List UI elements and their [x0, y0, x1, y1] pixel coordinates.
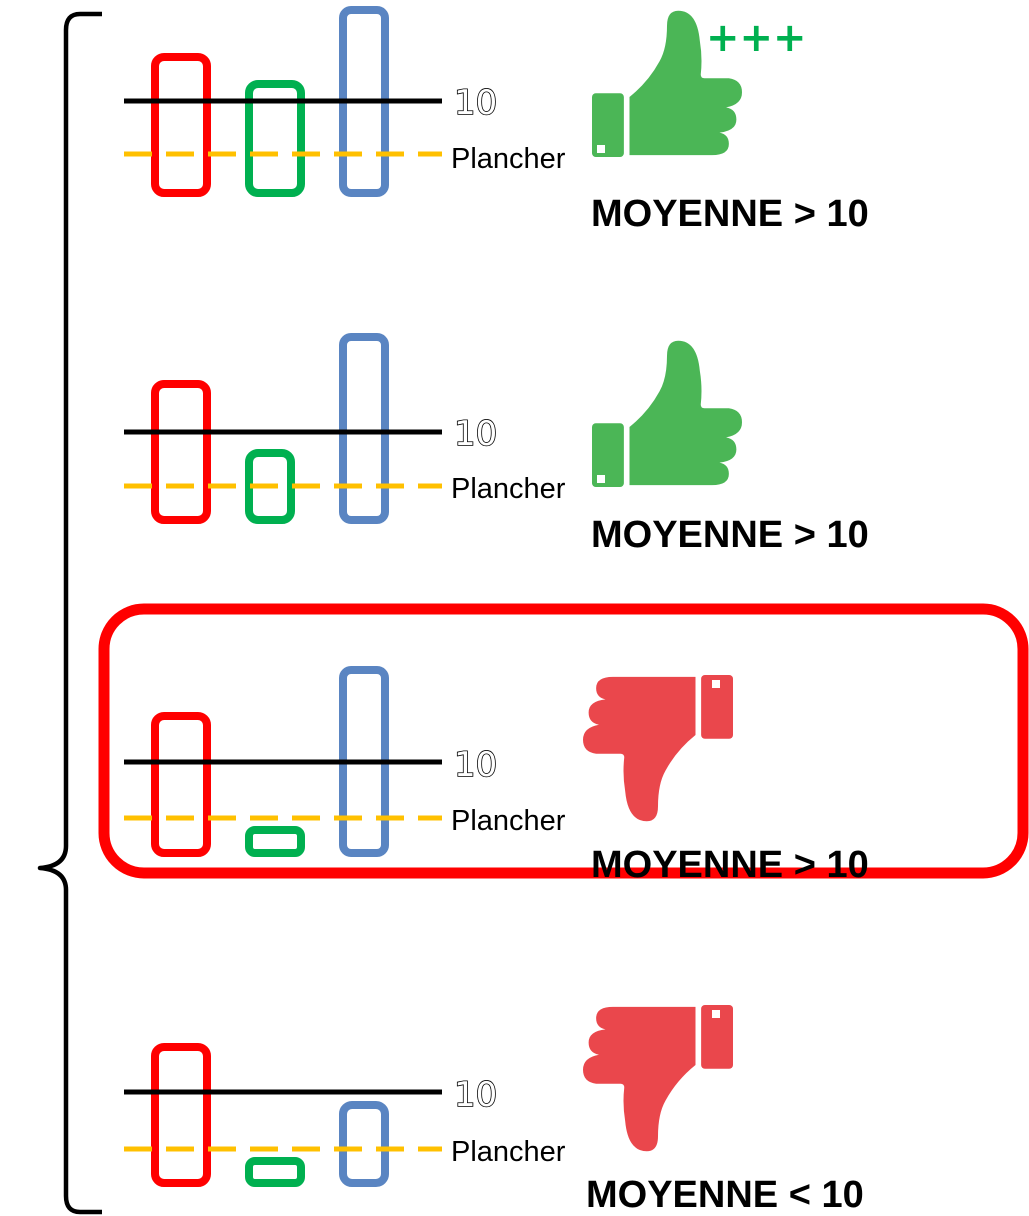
verdict-label: MOYENNE > 10 [591, 514, 869, 556]
scenario-1: 10 Plancher +++ MOYENNE > 10 [124, 6, 869, 235]
verdict-label: MOYENNE > 10 [591, 193, 869, 235]
scenario-3: 10 Plancher MOYENNE > 10 [124, 666, 869, 886]
floor-label: Plancher [451, 1136, 566, 1168]
scenario-2: 10 Plancher MOYENNE > 10 [124, 333, 869, 556]
extra-bonus-label: +++ [706, 15, 807, 61]
threshold-label: 10 [454, 745, 497, 785]
threshold-label: 10 [454, 1075, 497, 1115]
threshold-label: 10 [454, 414, 497, 454]
verdict-label: MOYENNE > 10 [591, 844, 869, 886]
thumb-cuff-dot [712, 1010, 720, 1018]
subject-a-bar [151, 380, 211, 524]
subject-b-bar [245, 80, 305, 197]
subject-a-bar [151, 712, 211, 857]
thumbs-down-icon [583, 1005, 733, 1152]
thumbs-up-icon [592, 340, 742, 487]
subject-c-bar [339, 333, 389, 524]
thumb-cuff-dot [597, 475, 605, 483]
thumb-cuff-dot [597, 145, 605, 153]
floor-label: Plancher [451, 143, 566, 175]
verdict-label: MOYENNE < 10 [586, 1174, 864, 1216]
subject-a-bar [151, 1043, 211, 1187]
threshold-label: 10 [454, 83, 497, 123]
subject-b-bar [245, 449, 295, 524]
thumbs-down-icon [583, 675, 733, 822]
subject-c-bar [339, 1101, 389, 1187]
left-curly-brace-icon [37, 11, 102, 1215]
thumb-cuff-dot [712, 680, 720, 688]
scenario-4: 10 Plancher MOYENNE < 10 [124, 1005, 864, 1216]
highlight-frame [98, 603, 1029, 879]
subject-b-bar [245, 826, 305, 857]
subject-b-bar [245, 1157, 305, 1187]
subject-a-bar [151, 53, 211, 197]
floor-label: Plancher [451, 473, 566, 505]
floor-label: Plancher [451, 805, 566, 837]
